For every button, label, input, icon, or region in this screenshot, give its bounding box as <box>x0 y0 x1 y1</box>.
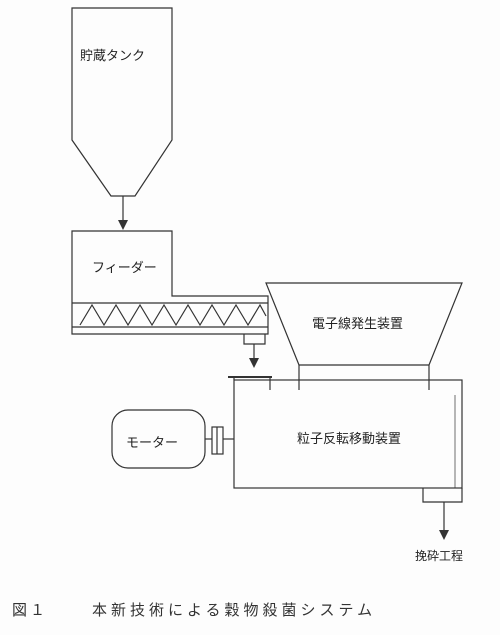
storage-tank-shape <box>71 7 173 197</box>
figure-number: 図１ <box>12 601 49 619</box>
device-outlet-chute <box>422 488 463 503</box>
electron-beam-generator-label: 電子線発生装置 <box>312 317 404 332</box>
feeder-label: フィーダー <box>92 261 157 276</box>
tank-to-feeder-arrowhead <box>118 220 128 230</box>
feeder-to-device-arrowhead <box>249 358 259 368</box>
particle-rotation-device-shape <box>233 379 463 489</box>
feeder-housing <box>71 230 269 335</box>
particle-rotation-device-label: 粒子反転移動装置 <box>297 432 402 447</box>
device-to-crushing-arrowhead <box>439 530 449 540</box>
feeder-outlet-chute <box>243 334 266 345</box>
motor-label: モーター <box>126 436 179 451</box>
screw-conveyor-spiral <box>79 303 267 327</box>
figure-caption: 本新技術による穀物殺菌システム <box>92 601 377 619</box>
storage-tank-label: 貯蔵タンク <box>80 49 146 64</box>
crushing-process-label: 挽砕工程 <box>415 549 464 563</box>
